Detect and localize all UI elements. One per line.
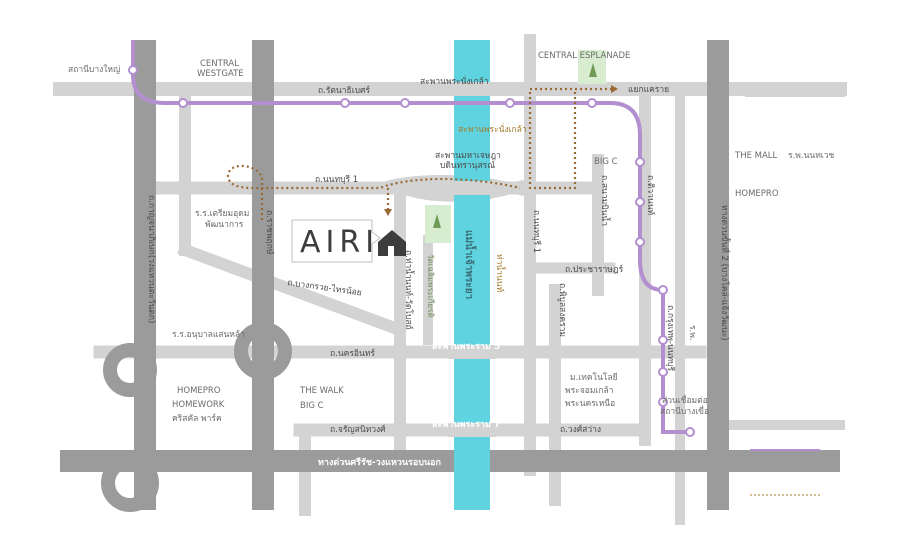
label-nonthaburi-1: ถ.นนทบุรี 1 <box>315 174 358 185</box>
label-anuban: ร.ร.อนุบาลแสนหล้า <box>172 329 245 340</box>
label-nonthavej: ร.พ.นนทเวช <box>788 151 834 161</box>
home-icon <box>378 230 406 256</box>
label-wat-chaloem: วัดเฉลิมพระเกียรติ <box>426 254 435 318</box>
label-tech-univ-3: พระนครเหนือ <box>565 398 615 409</box>
label-wongsawang: ถ.วงศ์สว่าง <box>560 424 601 435</box>
label-triam-udom-2: พัฒนาการ <box>205 220 244 230</box>
label-bangkok-nonthaburi: ถ.กรุงเทพ-นนทบุรี <box>665 305 676 372</box>
route-arrow-icon <box>384 209 392 216</box>
map-labels: สถานีบางใหญ่ CENTRAL WESTGATE ถ.รัตนาธิเ… <box>68 51 834 468</box>
label-central-westgate-2: WESTGATE <box>197 69 244 79</box>
label-homepro-left-1: HOMEPRO <box>177 386 221 396</box>
label-chaeng-watthana: ทางด่วนขั้นที่ 2 (บางโคล่-แจ้งวัฒนะ) <box>719 205 731 341</box>
route-arrow-icon <box>611 85 618 93</box>
highways <box>60 40 840 512</box>
dotted-route <box>226 87 612 220</box>
label-rattanathibet: ถ.รัตนาธิเบศร์ <box>318 85 370 96</box>
label-expressway-si-rat: ทางด่วนศรีรัช-วงแหวนรอบนอก <box>318 457 441 468</box>
label-homepro-right: HOMEPRO <box>735 189 779 199</box>
label-kanchanaphisek: ถ.กาญจนาภิเษก(วงแหวนตะวันตก) <box>146 195 156 323</box>
label-tiwanon: ถ.ติวานนท์ <box>645 175 656 216</box>
label-hospital-pranangklao: ร.พ. <box>687 325 697 341</box>
label-bridge-maha-chesada-2: บดินทรานุสรณ์ <box>440 160 495 171</box>
label-phibun: ถ.พิบูลสงคราม <box>557 283 567 337</box>
label-bridge-nang-klao-2: สะพานพระนั่งเกล้า <box>458 123 527 135</box>
label-river: แม่น้ำเจ้าพระยา <box>463 230 477 299</box>
label-ratchaphruek: ถ.ราชพฤกษ์ <box>264 210 275 255</box>
green-areas <box>425 50 606 243</box>
label-homepro-left-3: คริสคัล พาร์ค <box>172 413 222 424</box>
label-khae-rai: แยกแคราย <box>628 85 669 95</box>
label-bridge-rama5: สะพานพระราม 5 <box>432 342 500 352</box>
label-homepro-left-2: HOMEWORK <box>172 400 225 410</box>
label-tech-univ-1: ม.เทคโนโลยี <box>570 372 618 383</box>
label-bridge-nang-klao: สะพานพระนั่งเกล้า <box>420 75 489 87</box>
label-central-westgate-1: CENTRAL <box>200 59 239 69</box>
label-the-walk-1: THE WALK <box>299 386 344 396</box>
label-central-esplanade: CENTRAL ESPLANADE <box>538 51 630 61</box>
label-nonthaburi-1-v: ถ.นนทบุรี 1 <box>531 210 542 253</box>
label-sanambin-station-2: สถานีบางเขื่อ <box>660 405 709 417</box>
label-bridge-rama7: สะพานพระราม 7 <box>432 420 500 430</box>
brand-name: AIRI <box>300 225 379 260</box>
label-nakhon-in: ถ.นครอินทร์ <box>330 348 375 359</box>
mrt-stations <box>128 65 695 437</box>
label-tech-univ-2: พระจอมเกล้า <box>565 385 613 396</box>
label-bridge-maha-chesada-1: สะพานมหาเจษฎา <box>435 151 501 161</box>
label-triam-udom-1: ร.ร.เตรียมอุดม <box>195 208 249 219</box>
label-charan: ถ.จรัญสนิทวงศ์ <box>330 424 386 435</box>
project-marker: AIRI <box>291 219 406 263</box>
label-the-walk-2: BIG C <box>300 401 324 411</box>
label-big-c-top: BIG C <box>594 157 618 167</box>
callout-pointer <box>291 219 381 263</box>
label-sanam-bin-nam: ถ.สนามบินน้ำ <box>599 175 611 226</box>
label-bang-yai-station: สถานีบางใหญ่ <box>68 64 120 75</box>
bridges <box>448 82 496 437</box>
mrt-purple-line <box>131 40 690 434</box>
label-pracharat: ถ.ประชาราษฎร์ <box>565 264 624 275</box>
label-the-mall: THE MALL <box>734 151 778 161</box>
label-sanambin-station-1: ส่วนเชื่อมต่อ <box>662 394 708 406</box>
label-pier-nonthaburi: ท่าน้ำนนท์ <box>494 254 506 293</box>
label-pier-road: ถ.ท่าน้ำนนท์-วัดโบสถ์ <box>403 250 415 330</box>
